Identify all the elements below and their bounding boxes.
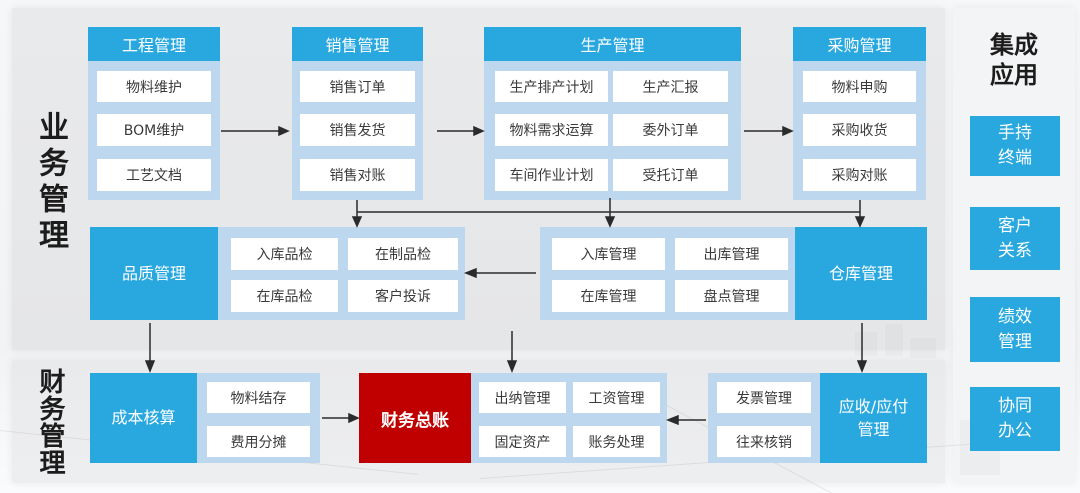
background-skyline xyxy=(855,332,877,356)
integration-title: 集成 应用 xyxy=(990,31,1038,89)
sales-header: 销售管理 xyxy=(292,27,423,61)
module-item: 在库管理 xyxy=(552,280,665,312)
background-skyline xyxy=(885,324,903,356)
module-item: 发票管理 xyxy=(717,382,811,413)
module-item: 入库管理 xyxy=(552,238,665,270)
integration-app-crm: 客户 关系 xyxy=(970,207,1060,270)
background-skyline xyxy=(910,338,936,358)
module-item: 出库管理 xyxy=(675,238,788,270)
module-item: 在制品检 xyxy=(348,238,458,270)
business-section-label: 业务管理 xyxy=(33,111,68,255)
cost-accounting-module: 成本核算 xyxy=(90,373,197,463)
integration-app-handheld: 手持 终端 xyxy=(970,116,1060,176)
module-item: 生产排产计划 xyxy=(495,71,608,102)
module-item: 费用分摊 xyxy=(207,426,310,457)
procurement-header: 采购管理 xyxy=(793,27,926,61)
module-item: BOM维护 xyxy=(97,114,211,146)
integration-app-oa: 协同 办公 xyxy=(970,387,1060,451)
module-item: 工艺文档 xyxy=(97,159,211,191)
module-item: 入库品检 xyxy=(231,238,338,270)
module-item: 销售发货 xyxy=(300,114,415,146)
receivable-payable-module: 应收/应付 管理 xyxy=(820,373,927,463)
module-item: 往来核销 xyxy=(717,426,811,457)
module-item: 固定资产 xyxy=(479,426,566,457)
general-ledger-module: 财务总账 xyxy=(359,373,471,463)
module-item: 盘点管理 xyxy=(675,280,788,312)
quality-module: 品质管理 xyxy=(90,227,218,320)
module-item: 受托订单 xyxy=(613,159,728,191)
module-item: 出纳管理 xyxy=(479,382,566,413)
module-item: 车间作业计划 xyxy=(495,159,608,191)
production-header: 生产管理 xyxy=(484,27,741,61)
module-item: 物料结存 xyxy=(207,382,310,413)
module-item: 客户投诉 xyxy=(348,280,458,312)
warehouse-module: 仓库管理 xyxy=(795,227,927,320)
integration-app-performance: 绩效 管理 xyxy=(970,297,1060,362)
module-item: 物料需求运算 xyxy=(495,114,608,146)
module-item: 物料申购 xyxy=(803,71,916,102)
module-item: 销售订单 xyxy=(300,71,415,102)
engineering-header: 工程管理 xyxy=(88,27,220,61)
module-item: 在库品检 xyxy=(231,280,338,312)
module-item: 采购对账 xyxy=(803,159,916,191)
module-item: 工资管理 xyxy=(573,382,660,413)
module-item: 物料维护 xyxy=(97,71,211,102)
module-item: 生产汇报 xyxy=(613,71,728,102)
module-item: 委外订单 xyxy=(613,114,728,146)
module-item: 采购收货 xyxy=(803,114,916,146)
finance-section-label: 财务管理 xyxy=(35,368,65,476)
module-item: 销售对账 xyxy=(300,159,415,191)
module-item: 账务处理 xyxy=(573,426,660,457)
